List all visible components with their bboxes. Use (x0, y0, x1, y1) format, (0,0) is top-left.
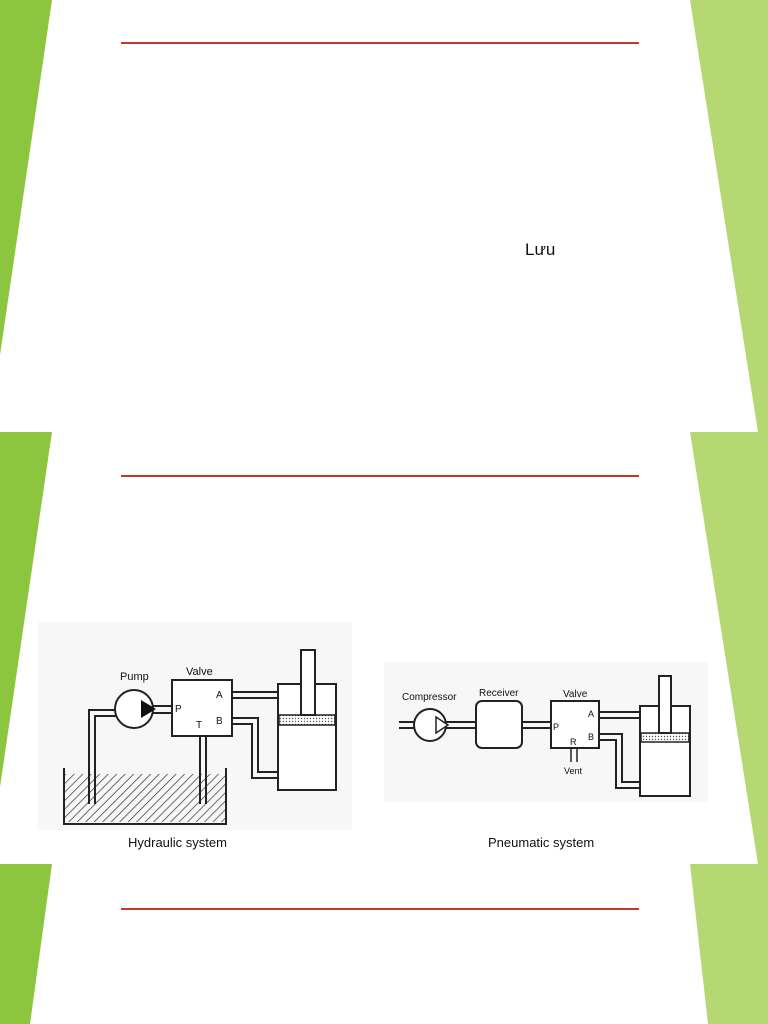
left-green-accent (0, 864, 52, 1024)
slide-1: Lưu (0, 0, 768, 432)
pneumatic-diagram: Compressor Receiver Valve P R A B Vent (384, 662, 708, 850)
port-b-label: B (216, 716, 223, 727)
pneumatic-caption: Pneumatic system (488, 835, 594, 850)
port-p-label: P (175, 704, 182, 715)
pneumatic-port-b-label: B (588, 732, 594, 742)
pneumatic-piston-rod (658, 675, 672, 734)
valve-block (171, 679, 233, 737)
pneumatic-port-r-label: R (570, 737, 577, 747)
title-underline (121, 475, 639, 477)
title-underline (121, 42, 639, 44)
slide-3-decoration (0, 864, 768, 1024)
hydraulic-caption: Hydraulic system (128, 835, 227, 850)
title-underline (121, 908, 639, 910)
valve-label: Valve (186, 666, 213, 678)
pneumatic-valve-block (550, 700, 600, 749)
receiver-tank (475, 700, 523, 749)
pump-label: Pump (120, 671, 149, 683)
receiver-label: Receiver (479, 688, 519, 699)
hydraulic-diagram: Pump Valve P T A B Hydraulic sy (38, 622, 352, 850)
tank-outline (63, 768, 227, 825)
right-green-accent (690, 864, 768, 1024)
pneumatic-port-p-label: P (553, 722, 559, 732)
left-green-accent (0, 432, 52, 787)
right-green-accent (690, 432, 768, 864)
vent-label: Vent (564, 766, 583, 776)
pneumatic-port-a-label: A (588, 709, 594, 719)
slide-2: Pump Valve P T A B Hydraulic sy (0, 432, 768, 864)
fluid-power-diagrams: Pump Valve P T A B Hydraulic sy (38, 622, 708, 850)
compressor-label: Compressor (402, 692, 457, 703)
right-green-accent (690, 0, 768, 432)
slide-text: Lưu (525, 240, 556, 259)
piston-rod (300, 649, 316, 716)
slide-3 (0, 864, 768, 1024)
slide-1-decoration (0, 0, 768, 432)
pneumatic-piston (640, 732, 690, 743)
pump-arrow-icon (141, 700, 156, 718)
port-t-label: T (196, 720, 202, 731)
piston (278, 714, 336, 726)
port-a-label: A (216, 690, 223, 701)
pneumatic-valve-label: Valve (563, 689, 588, 700)
left-green-accent (0, 0, 52, 355)
slide-2-decoration (0, 432, 768, 864)
compressor-arrow-icon (435, 715, 450, 735)
